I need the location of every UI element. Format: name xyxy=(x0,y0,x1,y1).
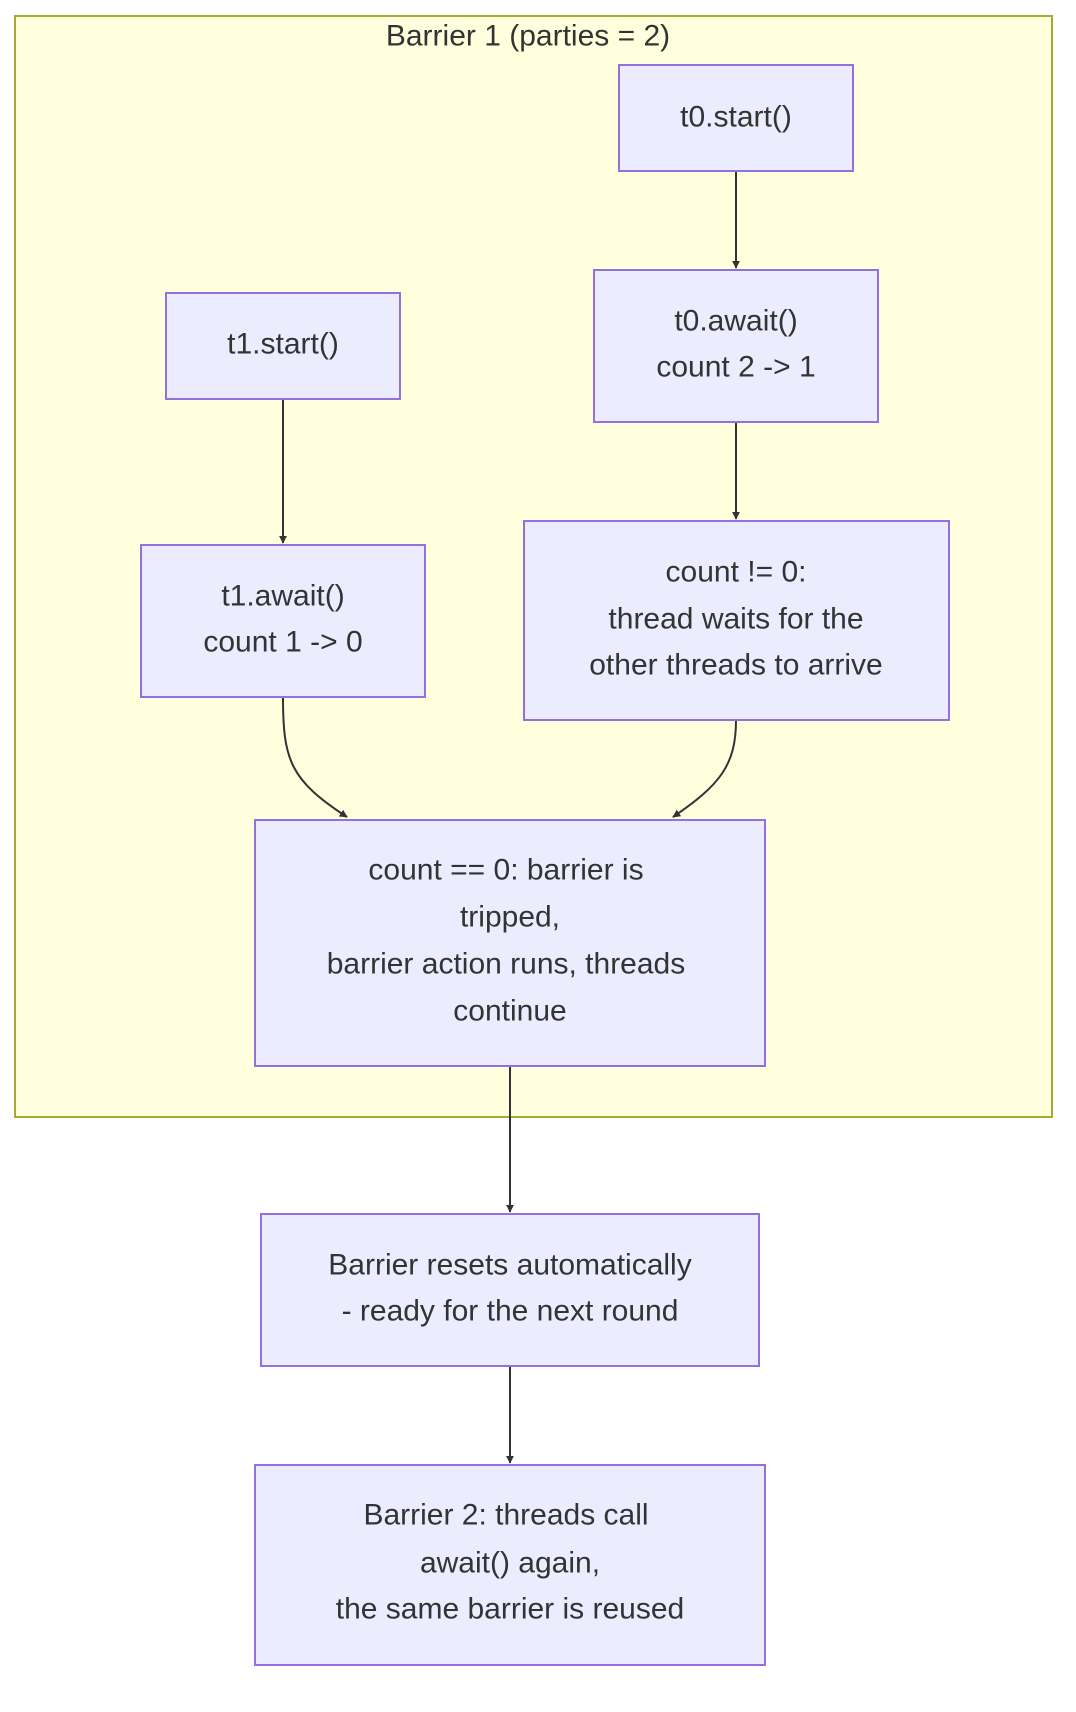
node-t1-await: t1.await() count 1 -> 0 xyxy=(140,544,426,698)
node-reset-line-2: - ready for the next round xyxy=(342,1295,679,1328)
node-t1-start-line-1: t1.start() xyxy=(227,328,339,361)
node-t0-start: t0.start() xyxy=(618,64,854,172)
node-barrier-2-line-1: Barrier 2: threads call xyxy=(363,1499,648,1532)
node-waits-line-1: count != 0: xyxy=(666,556,807,589)
node-t0-await-line-1: t0.await() xyxy=(674,305,797,338)
node-barrier-2-line-2: await() again, xyxy=(420,1547,600,1580)
edge-waits-to-tripped xyxy=(672,719,737,818)
node-tripped-line-3: barrier action runs, threads xyxy=(327,948,686,981)
node-t0-await: t0.await() count 2 -> 1 xyxy=(593,269,879,423)
node-barrier-2: Barrier 2: threads call await() again, t… xyxy=(254,1464,766,1666)
node-t0-start-line-1: t0.start() xyxy=(680,101,792,134)
node-tripped: count == 0: barrier is tripped, barrier … xyxy=(254,819,766,1067)
node-waits-line-3: other threads to arrive xyxy=(589,649,882,682)
node-reset-line-1: Barrier resets automatically xyxy=(328,1249,691,1282)
node-tripped-line-1: count == 0: barrier is xyxy=(368,854,643,887)
edge-t1-await-to-tripped xyxy=(282,696,348,818)
node-t1-start: t1.start() xyxy=(165,292,401,400)
node-barrier-2-line-3: the same barrier is reused xyxy=(336,1593,685,1626)
node-t1-await-line-1: t1.await() xyxy=(221,580,344,613)
node-reset: Barrier resets automatically - ready for… xyxy=(260,1213,760,1367)
node-waits-line-2: thread waits for the xyxy=(608,603,863,636)
node-tripped-line-4: continue xyxy=(453,995,566,1028)
edges xyxy=(279,171,740,1464)
node-tripped-line-2: tripped, xyxy=(460,901,560,934)
node-t1-await-line-2: count 1 -> 0 xyxy=(203,626,362,659)
cluster-title: Barrier 1 (parties = 2) xyxy=(386,20,670,53)
node-t0-await-line-2: count 2 -> 1 xyxy=(656,351,815,384)
node-waits: count != 0: thread waits for the other t… xyxy=(523,520,950,721)
